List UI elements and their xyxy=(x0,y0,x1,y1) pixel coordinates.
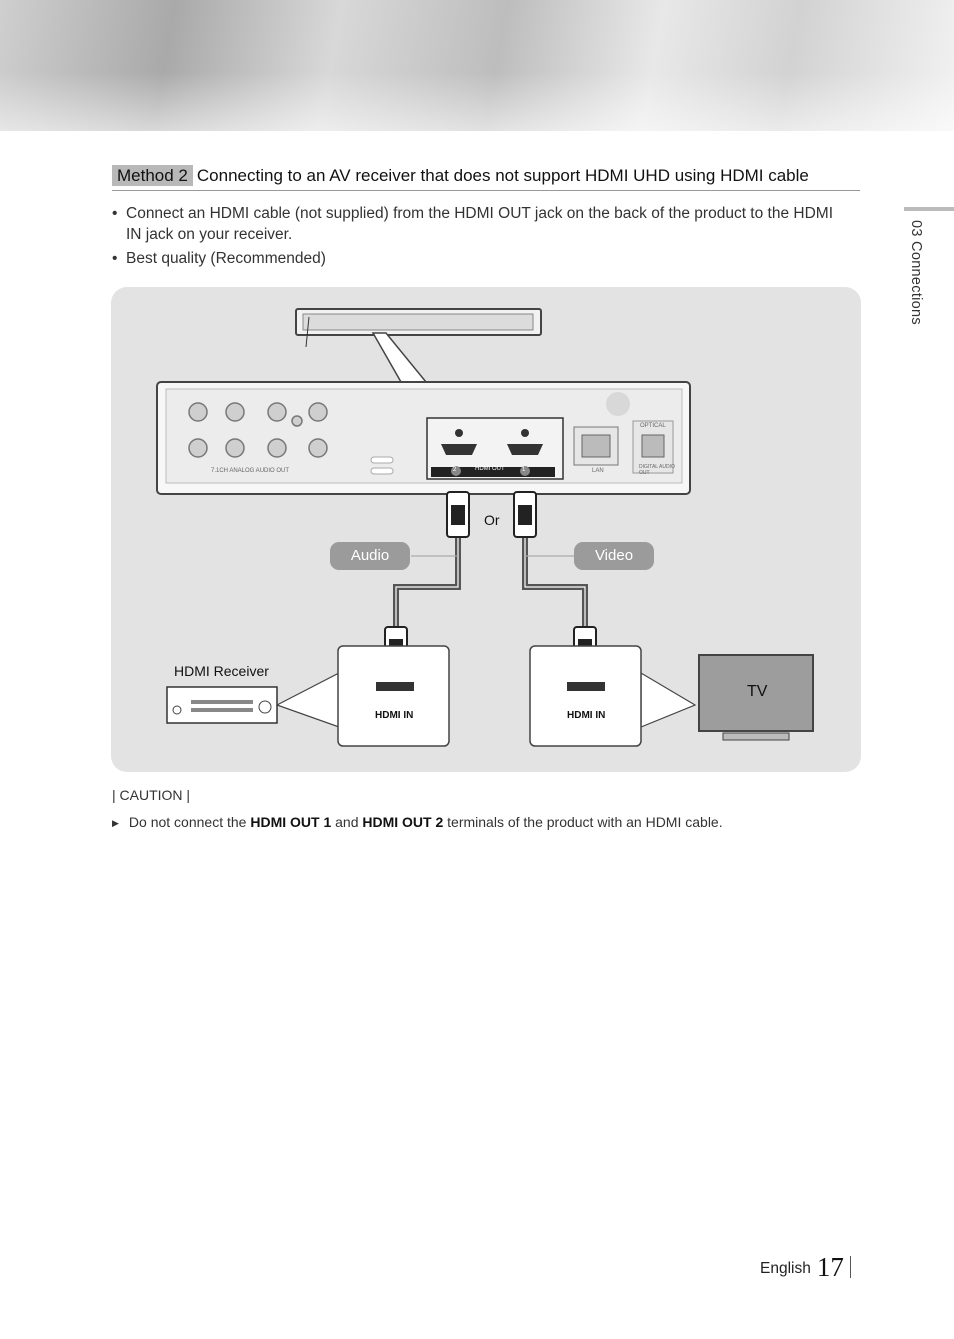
section-title: Connecting to an AV receiver that does n… xyxy=(196,166,809,185)
bullet-item: Connect an HDMI cable (not supplied) fro… xyxy=(112,203,842,245)
port-1-label: 1 xyxy=(522,467,526,473)
or-label: Or xyxy=(484,512,500,528)
hdmi-receiver-label: HDMI Receiver xyxy=(174,663,269,679)
connection-diagram: Audio Video Or HDMI Receiver HDMI IN HDM… xyxy=(111,287,861,772)
receiver-hdmi-in-label: HDMI IN xyxy=(375,710,414,721)
caution-title: | CAUTION | xyxy=(112,787,191,803)
bullet-item: Best quality (Recommended) xyxy=(112,248,842,269)
optical-port-label: OPTICAL xyxy=(640,423,666,429)
hdmi-plug-top xyxy=(446,491,537,538)
method-tag: Method 2 xyxy=(112,165,193,186)
tv-hdmi-in-label: HDMI IN xyxy=(567,710,606,721)
page-footer: English 17 xyxy=(760,1252,851,1282)
tv-hdmi-in-box xyxy=(529,645,642,747)
page-number: 17 xyxy=(816,1252,844,1282)
bullet-list: Connect an HDMI cable (not supplied) fro… xyxy=(112,203,842,272)
hdmi-out-port-label: HDMI OUT xyxy=(475,466,505,472)
header-banner xyxy=(0,0,954,131)
diagram-art xyxy=(156,308,814,747)
chapter-label: 03 Connections xyxy=(908,220,924,325)
port-2-label: 2 xyxy=(453,467,457,473)
language-label: English xyxy=(760,1260,811,1277)
video-badge: Video xyxy=(574,542,654,570)
tv-device xyxy=(698,654,814,741)
receiver-hdmi-in-box xyxy=(337,645,450,747)
caution-note: ▶Do not connect the HDMI OUT 1 and HDMI … xyxy=(112,814,723,830)
tv-label: TV xyxy=(747,683,768,700)
digital-audio-out-label: DIGITAL AUDIO OUT xyxy=(639,464,675,476)
triangle-bullet-icon: ▶ xyxy=(112,818,119,828)
lan-port-label: LAN xyxy=(592,468,604,474)
receiver-device xyxy=(166,686,278,724)
analog-out-label: 7.1CH ANALOG AUDIO OUT xyxy=(211,468,290,474)
audio-badge: Audio xyxy=(330,542,410,570)
footer-divider xyxy=(849,1256,851,1278)
side-tab-bar xyxy=(904,207,954,211)
